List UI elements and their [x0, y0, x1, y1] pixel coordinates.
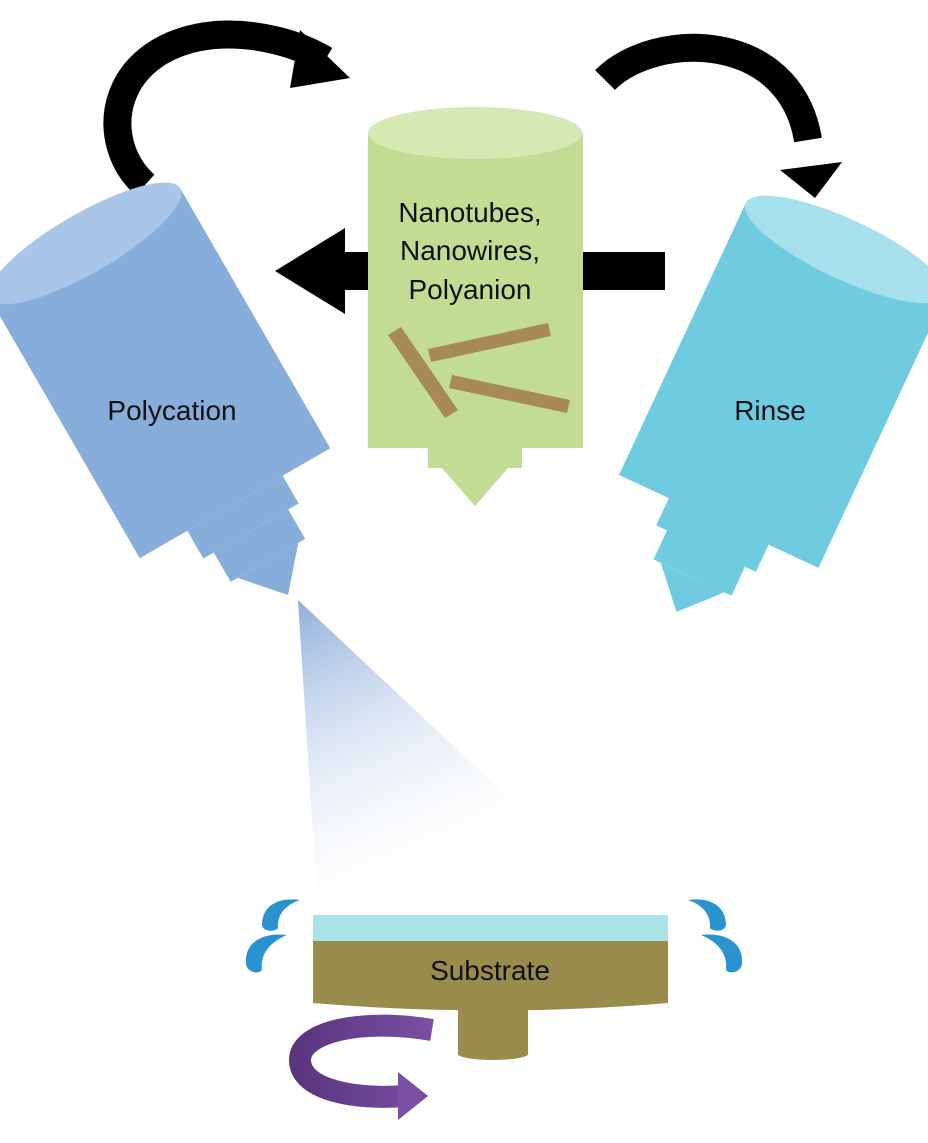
- cycle-arrow-left-icon: [103, 20, 350, 196]
- droplet-left-top-icon: [262, 899, 300, 931]
- nanotubes-label-line2: Nanowires,: [400, 235, 540, 266]
- rinse-bottle: [619, 195, 928, 613]
- substrate-assembly: [313, 915, 668, 1060]
- droplet-right-bottom-icon: [701, 934, 743, 973]
- rinse-label: Rinse: [734, 395, 806, 426]
- nanotubes-label-line1: Nanotubes,: [398, 197, 541, 228]
- rotation-arrow-icon: [288, 1014, 434, 1120]
- nanowires-icon: [388, 323, 570, 418]
- polycation-bottle: [0, 182, 331, 596]
- substrate-base: [313, 941, 668, 1011]
- droplet-left-bottom-icon: [245, 934, 287, 973]
- substrate-label: Substrate: [430, 955, 550, 986]
- droplet-right-top-icon: [688, 899, 726, 931]
- substrate-stem: [458, 1005, 528, 1055]
- nanotubes-label-line3: Polyanion: [409, 274, 532, 305]
- polyanion-bottle: [368, 107, 583, 506]
- substrate-film: [313, 915, 668, 941]
- polycation-label: Polycation: [107, 395, 236, 426]
- spray-cone: [298, 600, 548, 915]
- cycle-arrow-right-icon: [595, 33, 842, 198]
